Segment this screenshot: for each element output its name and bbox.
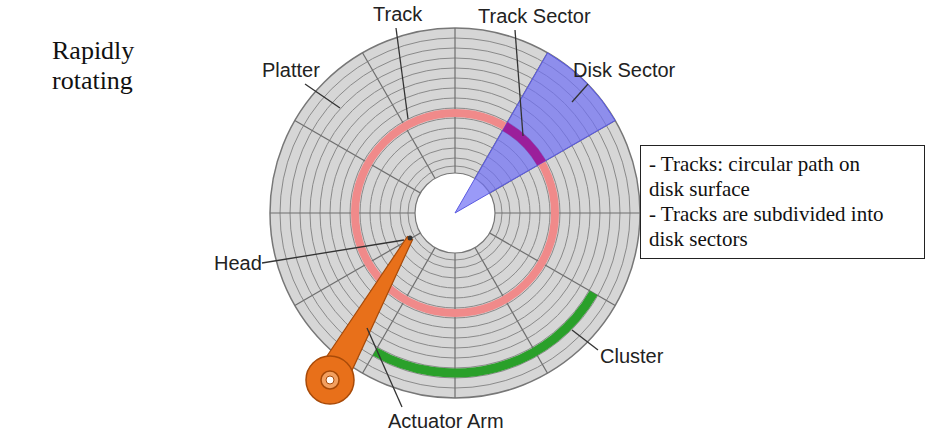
- leader-line: [572, 84, 588, 102]
- part-label: Disk Sector: [573, 58, 675, 82]
- actuator-arm: [306, 236, 413, 405]
- leader-line: [396, 28, 408, 119]
- read-head: [408, 236, 413, 241]
- note-text: - Tracks: circular path on disk surface: [649, 152, 888, 202]
- part-label: Platter: [262, 58, 320, 82]
- sector-lines: [270, 28, 640, 398]
- leader-lines: [262, 28, 598, 407]
- platter: [270, 28, 640, 398]
- pivot-center: [326, 376, 334, 384]
- part-label: Track: [373, 2, 422, 26]
- leader-line: [305, 84, 340, 108]
- part-label: Rapidly rotating: [52, 36, 202, 96]
- part-label: Cluster: [600, 344, 663, 368]
- leader-line: [515, 30, 523, 136]
- part-label: Actuator Arm: [388, 409, 504, 433]
- leader-line: [262, 240, 404, 263]
- part-label: Head: [214, 251, 262, 275]
- leader-line: [367, 328, 402, 407]
- part-label: Track Sector: [478, 4, 591, 28]
- pivot-ring: [321, 371, 339, 389]
- track-sector: [503, 122, 546, 165]
- leader-line: [572, 330, 598, 350]
- arm-pivot: [306, 356, 354, 404]
- note-box: - Tracks: circular path on disk surface-…: [640, 145, 925, 259]
- note-text: - Tracks are subdivided into disk sector…: [649, 202, 888, 252]
- cluster-arc: [375, 293, 594, 373]
